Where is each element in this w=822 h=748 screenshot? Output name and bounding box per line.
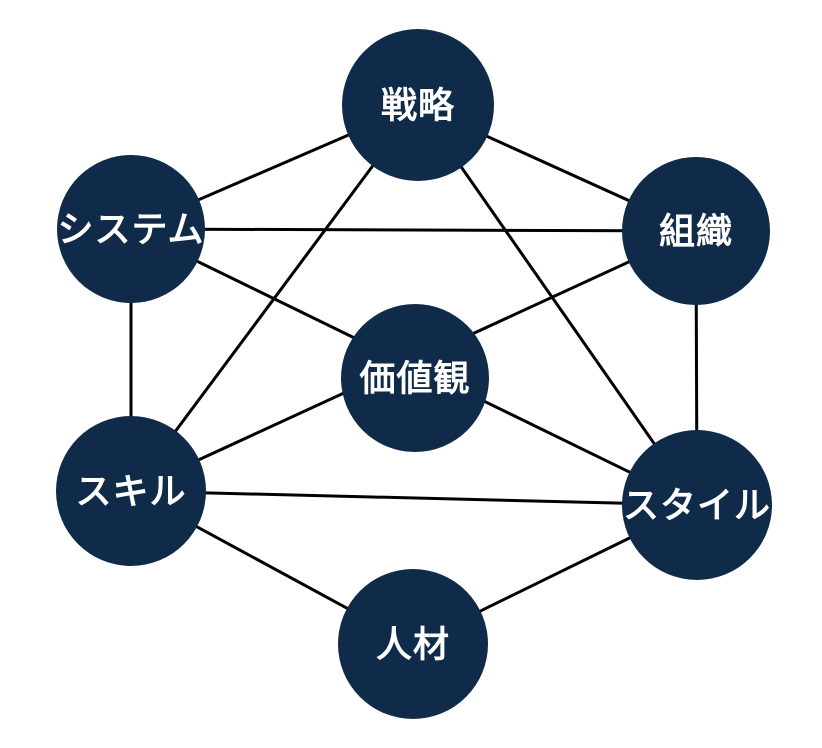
edge-strategy-style xyxy=(416,103,699,507)
node-strategy: 戦略 xyxy=(342,29,494,181)
node-shared-values-label: 価値観 xyxy=(358,358,470,399)
node-skills: スキル xyxy=(56,416,206,566)
node-style: スタイル xyxy=(622,430,772,580)
node-strategy-circle xyxy=(342,29,494,181)
node-systems-label: システム xyxy=(58,209,205,250)
node-strategy-label: 戦略 xyxy=(381,85,455,126)
edge-skills-style xyxy=(129,489,699,507)
node-skills-circle xyxy=(56,416,206,566)
node-structure-circle xyxy=(622,157,770,305)
node-shared-values: 価値観 xyxy=(341,304,489,452)
node-systems-circle xyxy=(57,155,205,303)
node-skills-label: スキル xyxy=(75,471,186,512)
node-staff-circle xyxy=(338,569,488,719)
node-structure: 組織 xyxy=(622,157,770,305)
edge-systems-structure xyxy=(129,227,698,233)
node-staff-label: 人材 xyxy=(376,624,450,665)
node-style-label: スタイル xyxy=(623,485,771,526)
node-structure-label: 組織 xyxy=(659,211,733,252)
node-style-circle xyxy=(622,430,772,580)
node-shared-values-circle xyxy=(341,304,489,452)
node-layer: 戦略 システム 組織 価値観 スキル スタイル xyxy=(56,29,772,719)
node-staff: 人材 xyxy=(338,569,488,719)
node-systems: システム xyxy=(57,155,205,303)
